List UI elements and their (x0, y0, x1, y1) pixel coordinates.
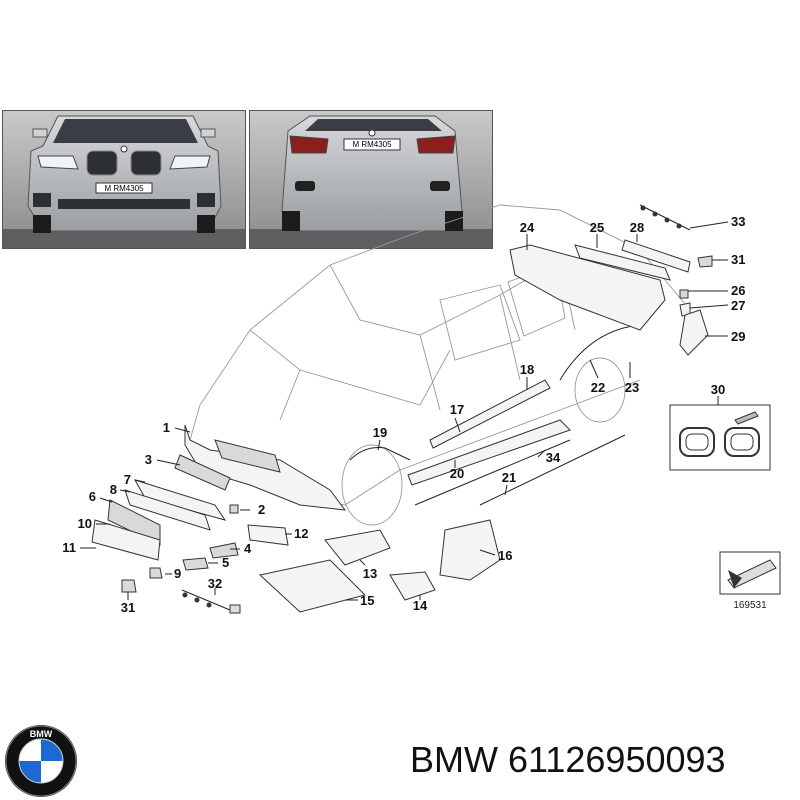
rear-photo: M RM4305 (249, 110, 493, 249)
logo-text: BMW (30, 729, 53, 739)
callout-3: 3 (145, 452, 152, 467)
reference-box: 169531 (719, 551, 781, 611)
callout-7: 7 (124, 472, 131, 487)
callout-30: 30 (711, 382, 725, 397)
callout-20: 20 (450, 466, 464, 481)
front-car-image: M RM4305 (3, 111, 245, 248)
callout-5: 5 (222, 555, 229, 570)
callout-24: 24 (520, 220, 535, 235)
front-bumper-parts (91, 424, 347, 593)
bmw-logo: BMW (5, 725, 77, 797)
callout-14: 14 (413, 598, 428, 613)
callout-21: 21 (502, 470, 516, 485)
callout-4: 4 (244, 541, 252, 556)
callout-2: 2 (258, 502, 265, 517)
callout-19: 19 (373, 425, 387, 440)
leader-lines (80, 221, 729, 601)
caption-part-number: 61126950093 (508, 739, 726, 780)
callout-10: 10 (78, 516, 92, 531)
side-parts (349, 324, 641, 506)
callout-12: 12 (294, 526, 308, 541)
front-photo: M RM4305 (2, 110, 246, 249)
callout-6: 6 (89, 489, 96, 504)
callout-22: 22 (591, 380, 605, 395)
exhaust-tips-box (669, 404, 771, 471)
callout-34: 34 (546, 450, 561, 465)
sensor-set-32 (181, 589, 241, 614)
callout-33: 33 (731, 214, 745, 229)
callout-13: 13 (363, 566, 377, 581)
callout-25: 25 (590, 220, 604, 235)
callout-31-front: 31 (121, 600, 135, 615)
callout-9: 9 (174, 566, 181, 581)
rear-bumper-parts (509, 204, 713, 356)
callout-29: 29 (731, 329, 745, 344)
front-plate-text: M RM4305 (104, 184, 144, 193)
rear-plate-text: M RM4305 (352, 140, 392, 149)
callout-23: 23 (625, 380, 639, 395)
callout-17: 17 (450, 402, 464, 417)
callout-8: 8 (110, 482, 117, 497)
callout-18: 18 (520, 362, 534, 377)
callout-27: 27 (731, 298, 745, 313)
callout-16: 16 (498, 548, 512, 563)
callout-32: 32 (208, 576, 222, 591)
callout-15: 15 (360, 593, 374, 608)
callout-28: 28 (630, 220, 644, 235)
reference-number: 169531 (733, 600, 767, 611)
callout-31-rear: 31 (731, 252, 745, 267)
caption-brand: BMW (410, 739, 498, 780)
caption: BMW 61126950093 (410, 739, 726, 781)
sensor-set-33 (639, 204, 691, 231)
callout-11: 11 (62, 540, 76, 555)
callout-1: 1 (163, 420, 170, 435)
rear-car-image: M RM4305 (250, 111, 492, 248)
callouts: 1 2 3 4 5 6 7 8 9 10 11 12 13 14 15 16 1… (62, 214, 745, 615)
underbody-parts (181, 519, 501, 614)
callout-26: 26 (731, 283, 745, 298)
